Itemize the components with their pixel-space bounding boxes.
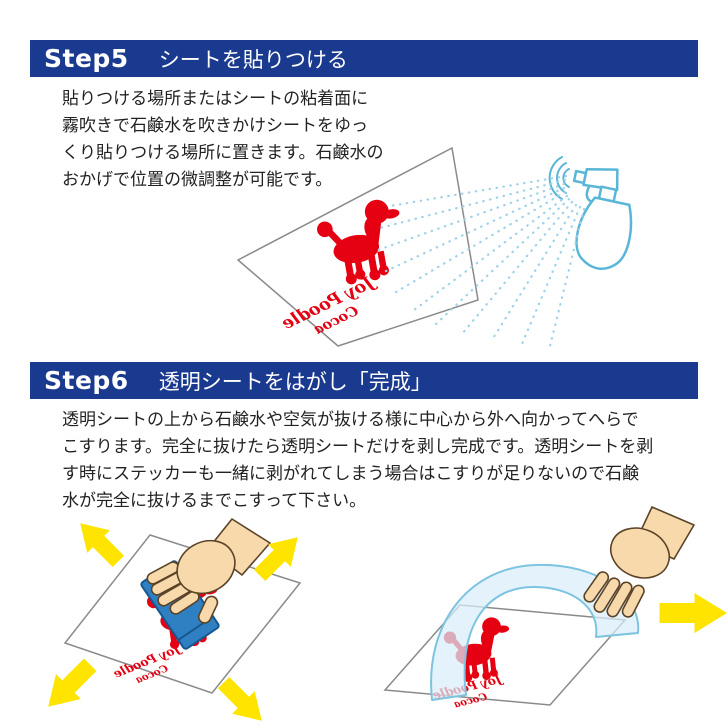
step6-title: 透明シートをはがし「完成」 [158,369,432,394]
hand-icon [583,506,695,618]
hand-icon [146,518,271,624]
peeling-scene: Joy Poodle Cocoa [383,506,727,711]
step5-header: Step5 シートを貼りつける [30,40,698,77]
arrow-up-left-icon [68,511,130,573]
arrow-down-left-icon [35,652,103,720]
squeegee-scene: Joy Poodle Cocoa [35,511,310,728]
base-sheet [383,604,627,706]
step5-label: Step5 [44,44,129,73]
step6-label: Step6 [44,366,129,395]
spray-bottle-icon [572,167,633,271]
arrow-right-icon [659,593,727,633]
step6-body-text: 透明シートの上から石鹸水や空気が抜ける様に中心から外へ向かってへらで こすります… [62,410,654,511]
spray-arcs [548,156,570,200]
step5-title: シートを貼りつける [158,47,348,72]
step5-body-text: 貼りつける場所またはシートの粘着面に 霧吹きで石鹸水を吹きかけシートをゆっ くり… [62,89,384,190]
step6-illustration: Joy Poodle Cocoa [35,506,727,728]
step6-header: Step6 透明シートをはがし「完成」 [30,362,698,399]
step5-illustration: Joy Poodle Cocoa [236,146,633,348]
spray-mist [376,174,586,348]
